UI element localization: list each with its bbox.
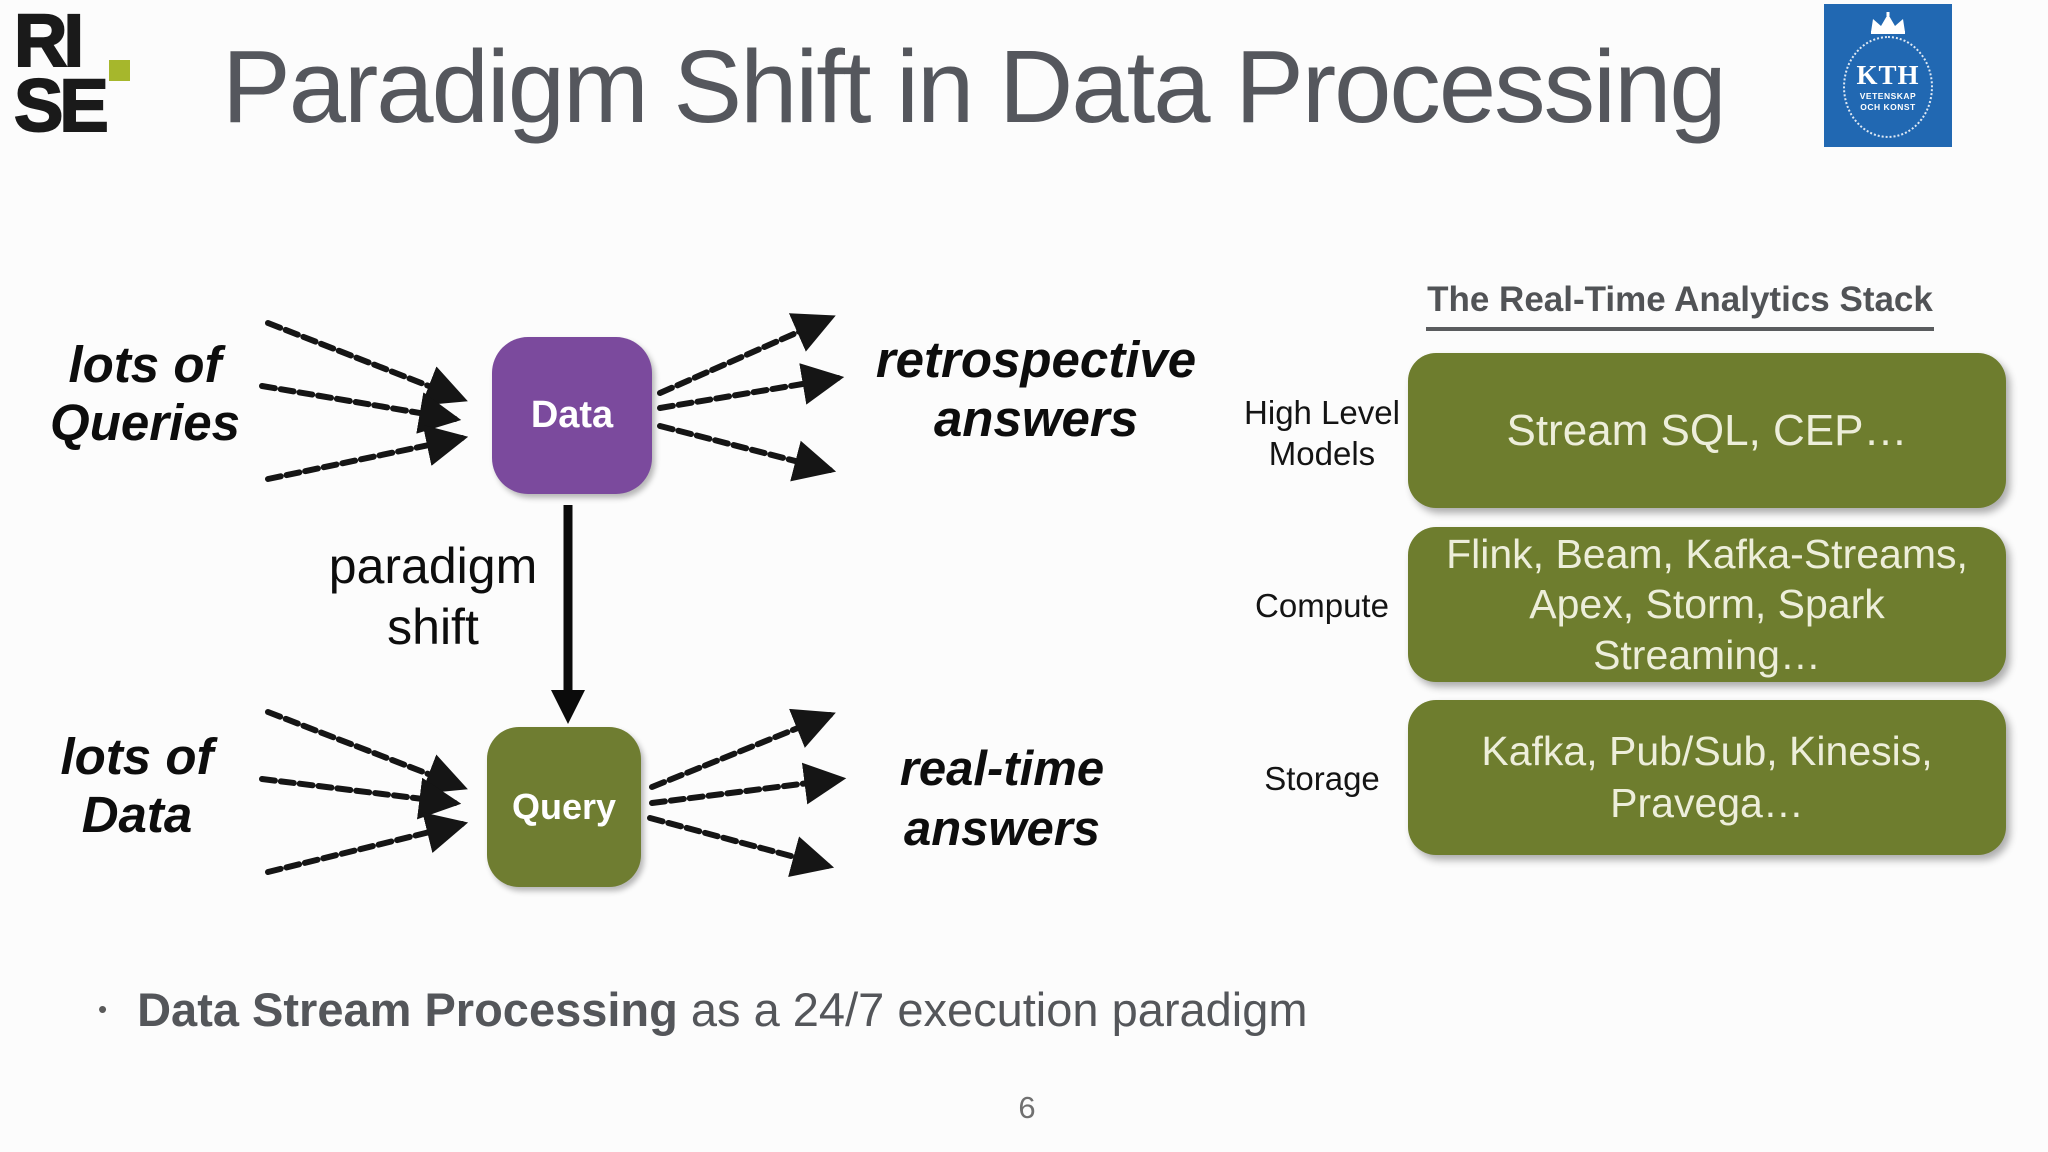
stack-box-compute: Flink, Beam, Kafka-Streams, Apex, Storm,… (1408, 527, 2006, 682)
stack-label-high-level-models: High Level Models (1244, 394, 1400, 473)
bullet-text: Data Stream Processing as a 24/7 executi… (137, 982, 1307, 1037)
stack-box-compute-content: Flink, Beam, Kafka-Streams, Apex, Storm,… (1446, 531, 1968, 678)
kth-subtext-2: OCH KONST (1860, 101, 1916, 112)
kth-wreath: KTH VETENSKAP OCH KONST (1843, 36, 1933, 138)
label-lots-of-queries-line1: lots of (68, 336, 222, 393)
label-retrospective-line1: retrospective (875, 331, 1197, 388)
label-realtime-line2: answers (903, 801, 1101, 856)
bullet-dot: • (98, 994, 108, 1024)
label-realtime-line1: real-time (899, 742, 1105, 796)
label-lots-of-queries: lots of Queries (28, 336, 262, 452)
stack-box-storage: Kafka, Pub/Sub, Kinesis, Pravega… (1408, 700, 2006, 855)
query-box: Query (487, 727, 641, 887)
kth-subtext-1: VETENSKAP (1859, 90, 1917, 101)
stack-label-storage: Storage (1264, 760, 1380, 797)
data-box: Data (492, 337, 652, 494)
rise-logo: RI SE (13, 0, 164, 148)
kth-letters: KTH (1856, 59, 1920, 90)
stack-box-high-level-models: Stream SQL, CEP… (1408, 353, 2006, 508)
label-lots-of-data-line1: lots of (60, 728, 214, 785)
arrows-out-of-query-box (647, 708, 847, 877)
paradigm-shift-arrow (551, 505, 585, 724)
stack-box-storage-content: Kafka, Pub/Sub, Kinesis, Pravega… (1481, 728, 1933, 826)
arrows-out-of-data-box (657, 313, 845, 482)
stack-box-high-level-models-content: Stream SQL, CEP… (1506, 405, 1908, 455)
label-paradigm-line2: shift (387, 599, 479, 655)
label-lots-of-data-line2: Data (81, 786, 193, 844)
arrows-into-data-box (259, 320, 469, 482)
kth-logo: KTH VETENSKAP OCH KONST (1824, 4, 1952, 147)
label-paradigm-line1: paradigm (328, 538, 538, 594)
label-lots-of-data: lots of Data (24, 728, 250, 844)
stack-label-compute: Compute (1255, 587, 1389, 624)
bullet-text-rest: as a 24/7 execution paradigm (677, 983, 1308, 1036)
rise-logo-dot (109, 60, 130, 81)
page-number: 6 (1018, 1090, 1036, 1125)
label-retrospective-answers: retrospective answers (858, 330, 1214, 448)
crown-icon (1871, 12, 1905, 34)
bullet-text-bold: Data Stream Processing (137, 983, 678, 1036)
label-retrospective-line2: answers (933, 390, 1139, 448)
query-box-label: Query (511, 786, 617, 827)
stack-heading: The Real-Time Analytics Stack (1426, 280, 1934, 331)
label-lots-of-queries-line2: Queries (50, 394, 240, 452)
bullet-line: • Data Stream Processing as a 24/7 execu… (98, 982, 1308, 1037)
rise-logo-line1: RI (13, 0, 85, 82)
rise-logo-line2: SE (13, 64, 110, 148)
label-paradigm-shift: paradigm shift (316, 536, 550, 658)
data-box-label: Data (530, 394, 614, 436)
arrows-into-query-box (259, 709, 469, 875)
slide-title: Paradigm Shift in Data Processing (222, 29, 1727, 144)
label-realtime-answers: real-time answers (868, 740, 1136, 860)
